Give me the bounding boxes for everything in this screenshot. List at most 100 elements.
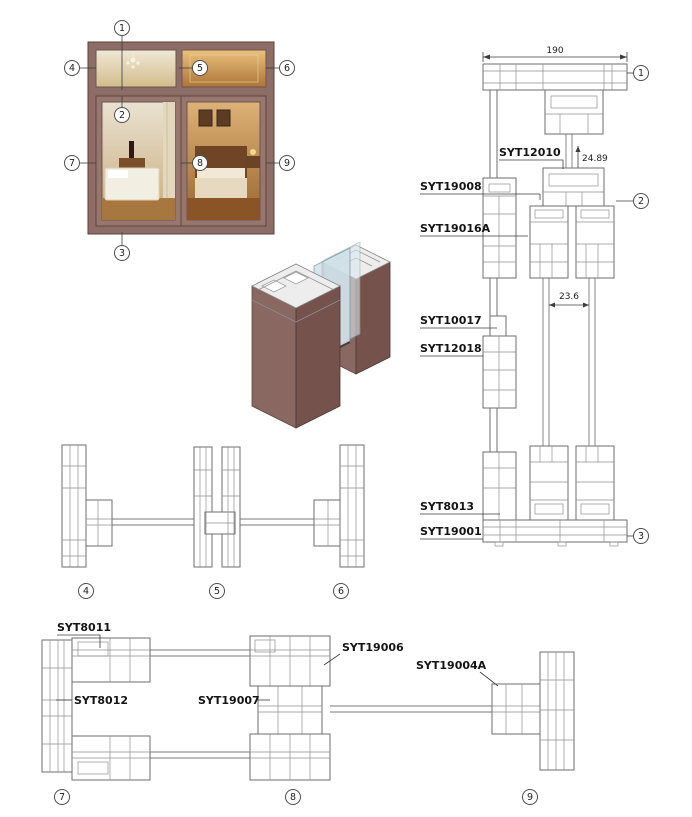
callout-1: 1 <box>114 20 130 36</box>
part-label: SYT19008 <box>420 180 482 193</box>
callout-circle <box>333 583 349 599</box>
label-syt19004a: SYT19004A <box>416 659 499 687</box>
callout-circle <box>209 583 225 599</box>
callout-number: 4 <box>69 63 75 74</box>
sash-a-bottom-detail <box>530 446 568 515</box>
mullion-profile-5 <box>193 446 241 568</box>
vertical-section-lines <box>489 90 596 454</box>
label-syt10017: SYT10017 <box>420 314 497 329</box>
callout-circle <box>285 789 301 805</box>
jamb-mid-detail <box>483 183 516 278</box>
label-syt19008: SYT19008 <box>420 180 541 200</box>
label-syt19001: SYT19001 <box>420 525 483 540</box>
part-label: SYT19004A <box>416 659 487 672</box>
callout-8: 8 <box>192 155 208 171</box>
part-label: SYT8011 <box>57 621 111 634</box>
profile-8-bottom-detail <box>250 734 330 780</box>
dim-23-6: 23.6 <box>549 292 589 308</box>
frame-profile-7 <box>41 637 151 781</box>
callout-circle <box>192 155 208 171</box>
jamb-4-clip-detail <box>86 500 112 546</box>
frame-7-top-box-detail <box>72 638 150 682</box>
window-elevation: 1 2 3 4 5 6 7 8 <box>64 20 295 261</box>
jamb-connector-detail <box>483 336 516 408</box>
sash-a-top-detail <box>530 209 568 278</box>
meeting-profile-8 <box>249 635 331 781</box>
label-syt12018: SYT12018 <box>420 342 483 357</box>
profile-9-detail <box>492 684 540 734</box>
callout-9: 9 <box>279 155 295 171</box>
callout-number: 3 <box>119 248 125 259</box>
sill-profile-section <box>482 445 628 547</box>
callout-number: 7 <box>59 792 65 803</box>
dim-190: 190 <box>482 46 628 62</box>
dim-24-89-value: 24.89 <box>582 154 608 164</box>
callout-circle <box>279 155 295 171</box>
dim-190-value: 190 <box>546 46 563 56</box>
profile-8-top-detail <box>250 636 330 686</box>
callout-number: 8 <box>197 158 203 169</box>
section-callout-3: 3 <box>633 528 649 544</box>
callout-2: 2 <box>114 107 130 123</box>
part-label: SYT8013 <box>420 500 474 513</box>
label-syt19007: SYT19007 <box>198 694 270 707</box>
jamb-bottom-detail <box>483 452 516 520</box>
callout-circle <box>114 20 130 36</box>
part-label: SYT19016A <box>420 222 491 235</box>
label-syt8011: SYT8011 <box>57 621 111 648</box>
jamb-6-detail <box>340 445 364 567</box>
label-syt19006: SYT19006 <box>323 641 404 666</box>
transom-pane-left <box>95 49 177 88</box>
callout-number: 9 <box>527 792 533 803</box>
callout-number: 1 <box>638 68 644 79</box>
callout-number: 6 <box>338 586 344 597</box>
plan-section-bottom: SYT8011 SYT8012 SYT19007 SYT19006 SYT190… <box>41 621 575 805</box>
section-callout-1: 1 <box>633 65 649 81</box>
callout-number: 9 <box>284 158 290 169</box>
label-syt8012: SYT8012 <box>56 694 128 707</box>
plan-section-top: 4 5 6 <box>61 444 365 599</box>
plan-bottom-glass-lines <box>150 649 492 759</box>
callout-circle <box>114 107 130 123</box>
label-syt12010: SYT12010 <box>499 146 564 169</box>
frame-7-detail <box>42 640 72 772</box>
plan-callout-7: 7 <box>54 789 70 805</box>
jamb-profile-6 <box>313 444 365 568</box>
ceiling-detail-graphic <box>189 54 259 83</box>
callout-circle <box>279 60 295 76</box>
callout-circle <box>64 155 80 171</box>
sash-b-top-detail <box>576 209 614 278</box>
section-callout-2: 2 <box>633 193 649 209</box>
plan-callout-5: 5 <box>209 583 225 599</box>
callout-5: 5 <box>192 60 208 76</box>
frame-9-detail <box>540 652 574 770</box>
callout-number: 2 <box>119 110 125 121</box>
vertical-section: 190 24.89 <box>420 46 649 547</box>
callout-circle <box>54 789 70 805</box>
transom-top-detail <box>543 173 604 206</box>
part-label: SYT19006 <box>342 641 404 654</box>
callout-circle <box>192 60 208 76</box>
head-drop-detail <box>545 95 603 134</box>
callout-circle <box>64 60 80 76</box>
callout-circle <box>633 528 649 544</box>
callout-circle <box>78 583 94 599</box>
bedroom-photo-left <box>101 101 176 221</box>
part-label: SYT10017 <box>420 314 482 327</box>
iso-frame-block-left <box>251 263 341 429</box>
elevation-callout-leaders <box>80 36 279 245</box>
callout-number: 6 <box>284 63 290 74</box>
bedroom-photo-right <box>186 101 261 221</box>
callout-number: 7 <box>69 158 75 169</box>
transom-profile-section <box>482 167 615 279</box>
part-label: SYT12010 <box>499 146 561 159</box>
callout-number: 5 <box>214 586 220 597</box>
part-label: SYT12018 <box>420 342 482 355</box>
plan-callout-8: 8 <box>285 789 301 805</box>
chandelier-graphic <box>126 51 140 69</box>
callout-circle <box>633 193 649 209</box>
callout-4: 4 <box>64 60 80 76</box>
callout-6: 6 <box>279 60 295 76</box>
dim-23-6-value: 23.6 <box>559 292 579 302</box>
